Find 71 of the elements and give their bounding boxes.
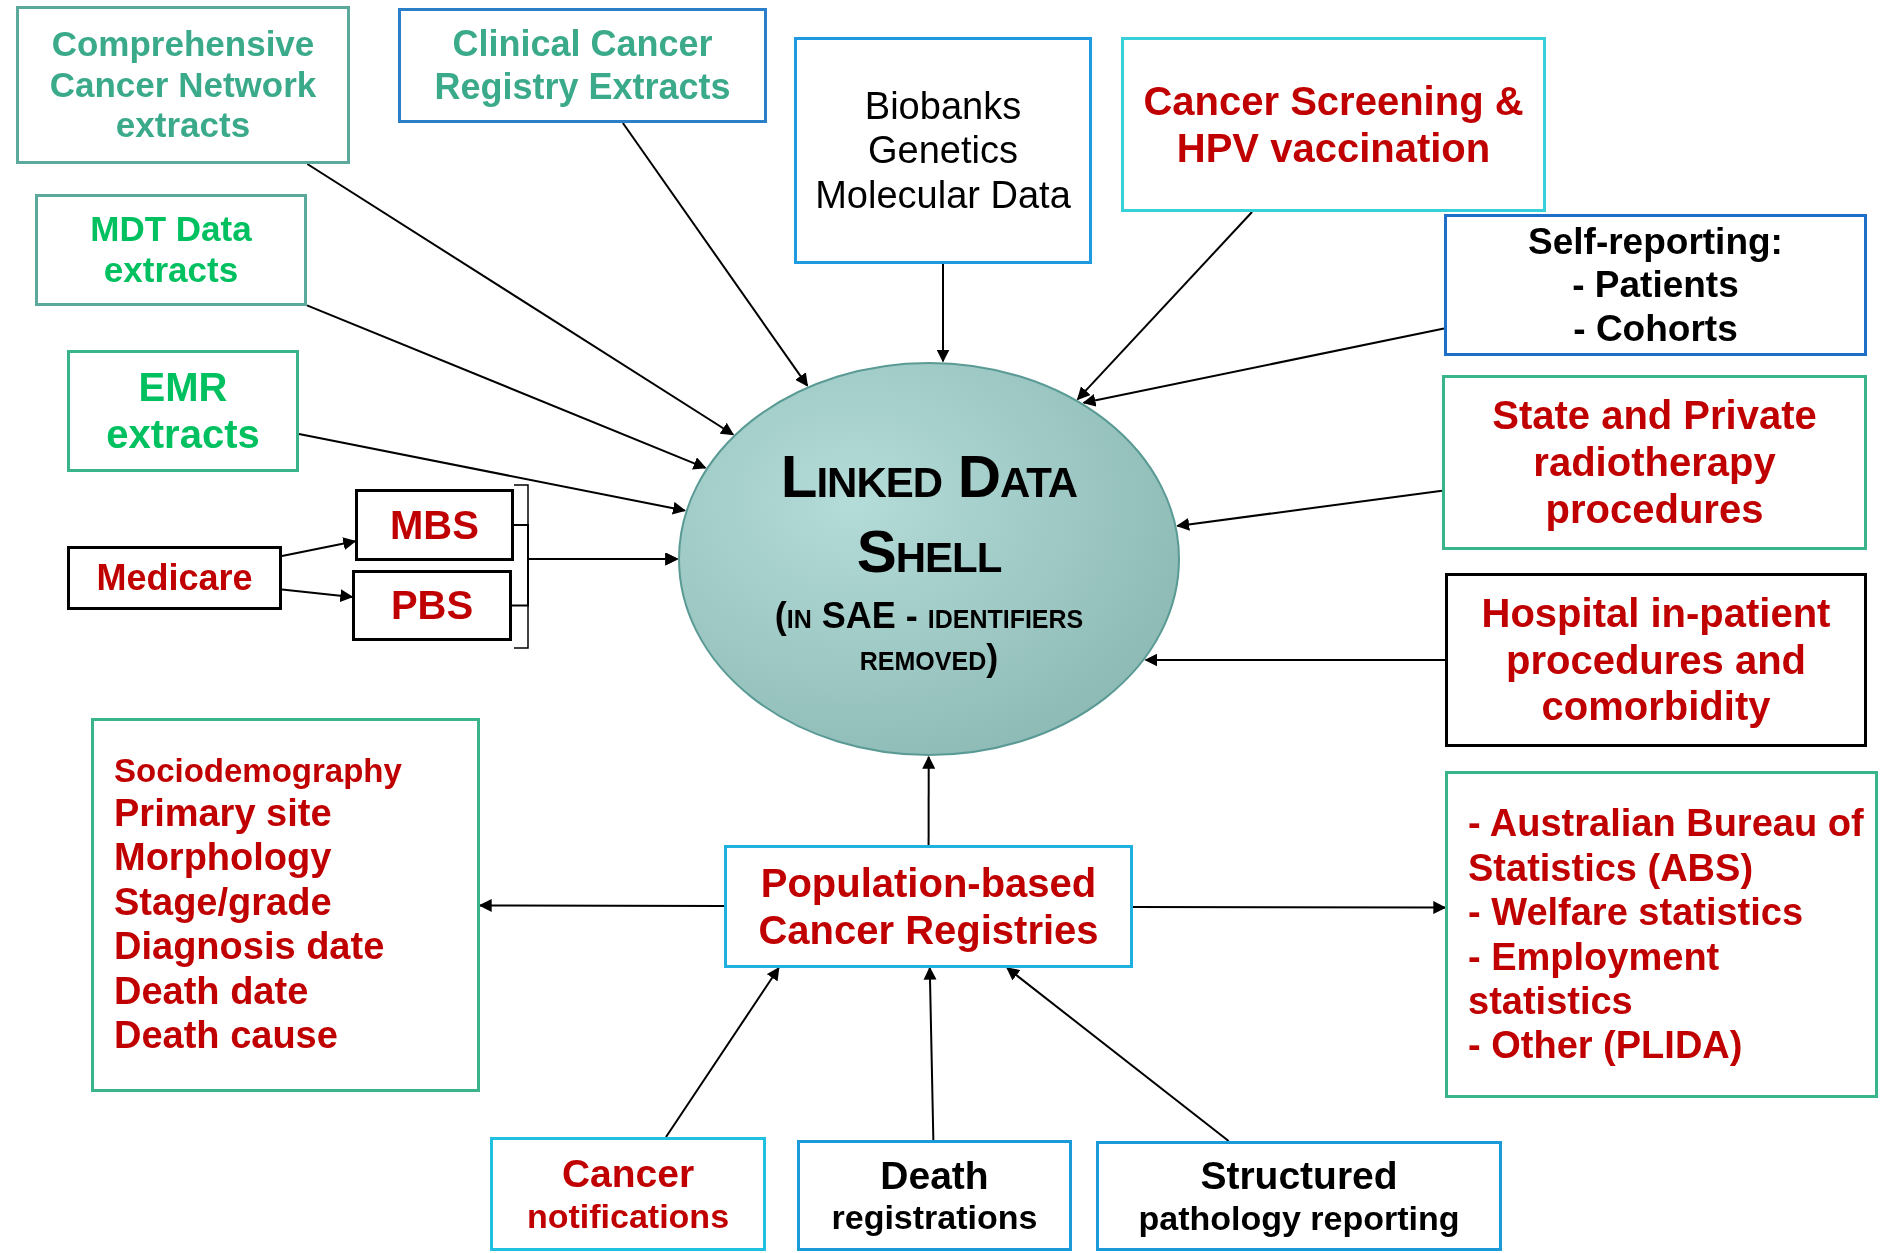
arrow (478, 899, 725, 912)
box-label: Sociodemography (114, 752, 402, 791)
source-box (1445, 771, 1878, 1098)
source-box (398, 8, 767, 123)
ellipse-subtitle: (in SAE - identifiers removed) (773, 594, 1085, 680)
box-label: EMR extracts (105, 364, 261, 458)
box-label: registrations (831, 1198, 1038, 1239)
arrow (281, 588, 354, 603)
ellipse-title: Linked Data Shell (779, 441, 1079, 587)
arrow (923, 966, 937, 1141)
arrow (1076, 211, 1254, 401)
box-label: PBS (390, 582, 474, 629)
arrow (306, 304, 707, 470)
box-label: Self-reporting: (1528, 220, 1783, 264)
source-box (490, 1137, 766, 1251)
source-box (797, 1140, 1072, 1251)
arrow (1144, 653, 1446, 667)
box-label: - Other (PLIDA) (1468, 1023, 1743, 1068)
box-label: - Welfare statistics (1468, 890, 1804, 935)
source-box (794, 37, 1092, 264)
box-label: Diagnosis date (114, 924, 385, 969)
box-label: notifications (526, 1196, 730, 1237)
source-box (1445, 573, 1867, 747)
box-label: - Employment statistics (1468, 934, 1721, 1024)
box-label: MBS (390, 501, 479, 549)
box-label: Morphology (114, 835, 332, 880)
box-label: Primary site (114, 790, 332, 836)
source-box (67, 546, 282, 610)
source-box (724, 845, 1133, 968)
box-label: Death (880, 1152, 989, 1199)
source-box (1442, 375, 1867, 550)
data-shell-ellipse (677, 361, 1181, 757)
arrow (665, 966, 780, 1138)
box-label: Hospital in-patient procedures and comorbidity (1480, 589, 1832, 731)
arrow (1082, 327, 1445, 407)
box-label: Clinical Cancer Registry Extracts (433, 23, 732, 108)
box-label: Population-based Cancer Registries (757, 859, 1100, 954)
box-label: Cancer (561, 1151, 695, 1197)
source-box (355, 489, 514, 561)
arrow (1006, 967, 1230, 1142)
source-box (352, 570, 512, 641)
source-box (1444, 214, 1867, 356)
source-box (91, 718, 480, 1092)
box-label: Structured (1200, 1153, 1398, 1199)
arrow (1176, 489, 1443, 531)
arrow (281, 537, 357, 558)
box-label: Biobanks Genetics Molecular Data (814, 83, 1072, 218)
arrow (511, 552, 679, 607)
source-box (1096, 1141, 1502, 1251)
box-label: pathology reporting (1138, 1198, 1460, 1239)
arrow (1132, 901, 1447, 915)
box-label: Medicare (96, 556, 253, 600)
arrow (936, 263, 950, 363)
box-label: - Cohorts (1573, 306, 1738, 350)
box-label: - Australian Bureau of Statistics (ABS) (1468, 801, 1865, 891)
source-box (16, 6, 350, 164)
box-label: MDT Data extracts (89, 209, 253, 291)
box-label: Death date (114, 968, 309, 1014)
source-box (1121, 37, 1546, 212)
arrow (621, 122, 809, 387)
box-label: Comprehensive Cancer Network extracts (48, 23, 318, 147)
box-label: Death cause (114, 1013, 338, 1058)
box-label: - Patients (1572, 263, 1739, 307)
source-box (67, 350, 299, 472)
arrow (922, 755, 936, 846)
box-label: Cancer Screening & HPV vaccination (1142, 77, 1525, 172)
box-label: State and Private radiotherapy procedures (1491, 392, 1818, 533)
source-box (35, 194, 307, 306)
arrow (306, 163, 735, 436)
box-label: Stage/grade (114, 879, 332, 925)
arrow (298, 433, 686, 515)
